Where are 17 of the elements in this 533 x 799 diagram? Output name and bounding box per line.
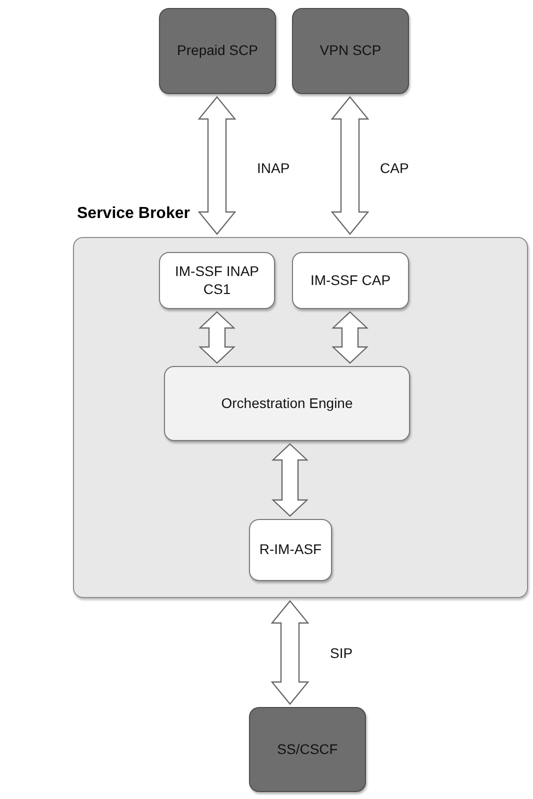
double-arrow [330, 96, 370, 235]
process-box: VPN SCP [292, 8, 409, 94]
edge-label: SIP [330, 645, 353, 661]
double-arrow [271, 443, 309, 517]
edge-label: INAP [257, 160, 290, 176]
double-arrow [198, 96, 236, 235]
process-box: IM-SSF CAP [292, 252, 409, 309]
process-box: IM-SSF INAP CS1 [159, 252, 275, 309]
double-arrow [331, 311, 369, 364]
double-arrow [198, 311, 236, 364]
process-box: Prepaid SCP [159, 8, 276, 94]
edge-label: CAP [380, 160, 409, 176]
process-box: Orchestration Engine [164, 366, 410, 441]
process-box: SS/CSCF [249, 707, 366, 792]
double-arrow [270, 600, 310, 705]
process-box: R-IM-ASF [249, 519, 332, 581]
group-heading: Service Broker [77, 205, 190, 223]
